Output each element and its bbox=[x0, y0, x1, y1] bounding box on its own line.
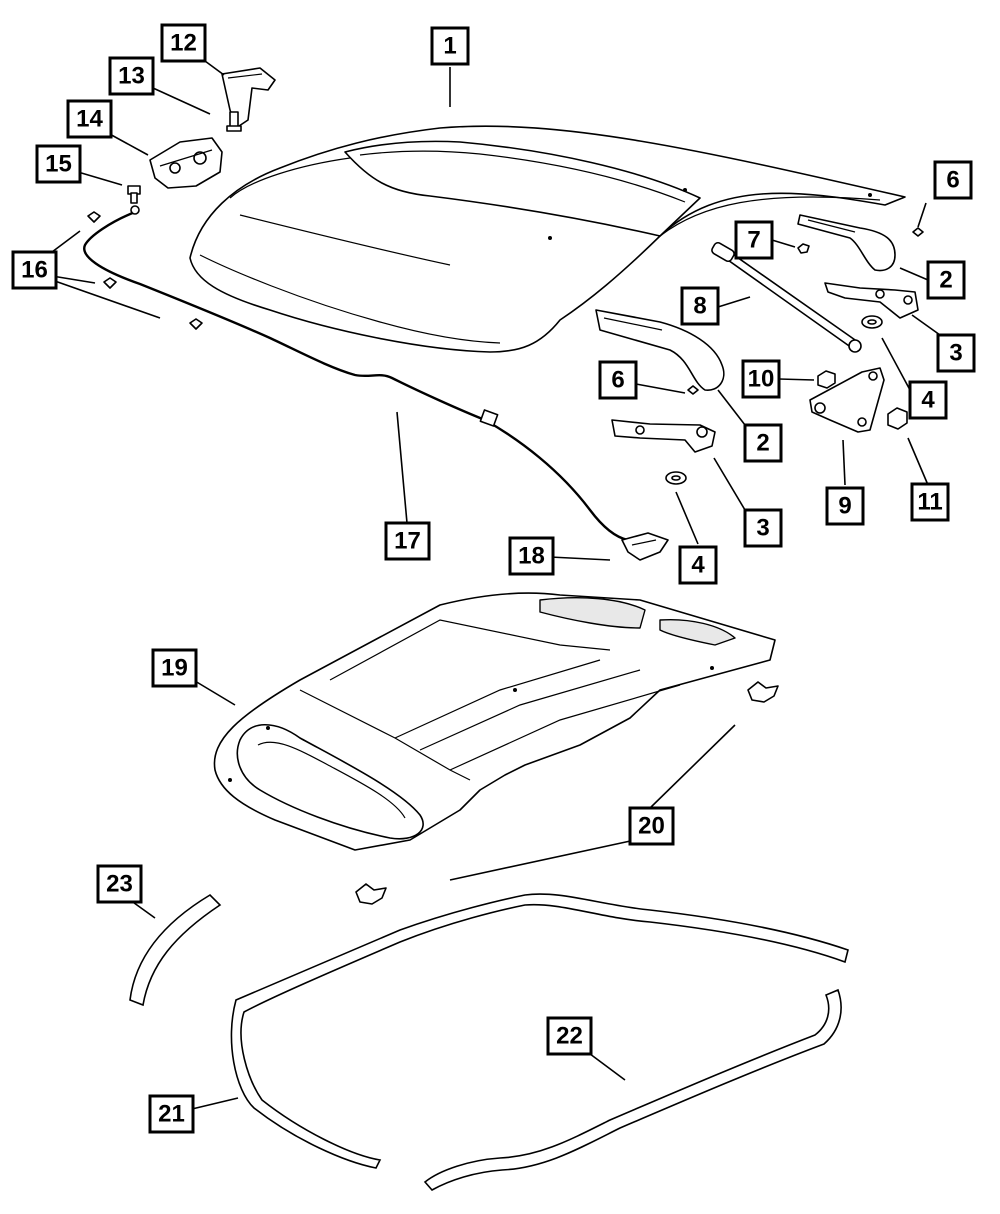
leader-lines bbox=[51, 60, 941, 1110]
svg-text:9: 9 bbox=[838, 493, 851, 520]
hinge-bracket-upper bbox=[824, 282, 919, 319]
cable-clips bbox=[87, 211, 203, 330]
svg-text:3: 3 bbox=[949, 340, 962, 367]
svg-text:1: 1 bbox=[443, 33, 456, 60]
svg-text:19: 19 bbox=[161, 655, 188, 682]
svg-text:22: 22 bbox=[556, 1023, 583, 1050]
hood-latch bbox=[149, 137, 223, 189]
svg-text:8: 8 bbox=[693, 293, 706, 320]
strut-bracket bbox=[809, 367, 885, 433]
svg-text:10: 10 bbox=[748, 366, 775, 393]
svg-text:4: 4 bbox=[691, 552, 705, 579]
callout-2: 2 bbox=[926, 260, 966, 300]
hinge-bracket-lower bbox=[611, 419, 716, 453]
callout-1: 1 bbox=[430, 26, 470, 66]
hood-silencer bbox=[213, 592, 776, 851]
callout-22: 22 bbox=[546, 1016, 593, 1056]
push-pin-retainers bbox=[355, 681, 779, 905]
hood-seal-corner bbox=[129, 893, 222, 1007]
callout-15: 15 bbox=[35, 144, 82, 184]
svg-text:6: 6 bbox=[611, 367, 624, 394]
washers bbox=[665, 315, 883, 485]
release-handle bbox=[621, 532, 669, 561]
svg-text:15: 15 bbox=[45, 151, 72, 178]
callout-16: 16 bbox=[11, 250, 58, 290]
callout-6: 6 bbox=[598, 360, 638, 400]
callout-13: 13 bbox=[108, 56, 155, 96]
callout-23: 23 bbox=[96, 864, 143, 904]
release-cable bbox=[83, 205, 630, 542]
svg-text:4: 4 bbox=[921, 387, 935, 414]
svg-text:18: 18 bbox=[518, 543, 545, 570]
callout-12: 12 bbox=[160, 23, 207, 63]
svg-text:14: 14 bbox=[76, 106, 103, 133]
hinge-nuts bbox=[687, 227, 924, 395]
callout-18: 18 bbox=[508, 536, 555, 576]
callout-21: 21 bbox=[148, 1094, 195, 1134]
svg-text:11: 11 bbox=[917, 489, 942, 516]
svg-text:23: 23 bbox=[106, 871, 133, 898]
callout-10: 10 bbox=[741, 359, 781, 399]
callout-8: 8 bbox=[680, 286, 720, 326]
svg-text:3: 3 bbox=[756, 515, 769, 542]
hinge-arm-upper bbox=[797, 214, 896, 272]
callout-2: 2 bbox=[743, 423, 783, 463]
svg-text:17: 17 bbox=[394, 528, 421, 555]
hood-seal-front bbox=[230, 893, 849, 1169]
hood-panel bbox=[189, 125, 906, 353]
latch-bolt bbox=[226, 111, 242, 132]
svg-text:6: 6 bbox=[946, 167, 959, 194]
svg-text:13: 13 bbox=[118, 63, 145, 90]
hood-seal-rear bbox=[423, 988, 842, 1192]
strut-nut bbox=[817, 370, 836, 389]
svg-text:7: 7 bbox=[747, 227, 760, 254]
callout-17: 17 bbox=[384, 521, 431, 561]
svg-text:12: 12 bbox=[170, 30, 197, 57]
callout-9: 9 bbox=[825, 486, 865, 526]
callout-3: 3 bbox=[936, 333, 976, 373]
hinge-arm-lower bbox=[595, 309, 725, 391]
callout-7: 7 bbox=[734, 220, 774, 260]
svg-text:2: 2 bbox=[939, 267, 952, 294]
callout-6: 6 bbox=[933, 160, 973, 200]
latch-screw bbox=[127, 185, 141, 204]
svg-text:21: 21 bbox=[158, 1101, 185, 1128]
svg-text:16: 16 bbox=[21, 257, 48, 284]
callout-3: 3 bbox=[743, 508, 783, 548]
hood-strut bbox=[711, 241, 862, 353]
bracket-nut bbox=[887, 407, 908, 430]
callout-11: 11 bbox=[910, 482, 950, 522]
svg-text:20: 20 bbox=[638, 813, 665, 840]
svg-text:2: 2 bbox=[756, 430, 769, 457]
callout-14: 14 bbox=[66, 99, 113, 139]
callout-4: 4 bbox=[678, 545, 718, 585]
callout-19: 19 bbox=[151, 648, 198, 688]
callout-4: 4 bbox=[908, 380, 948, 420]
callout-20: 20 bbox=[628, 806, 675, 846]
